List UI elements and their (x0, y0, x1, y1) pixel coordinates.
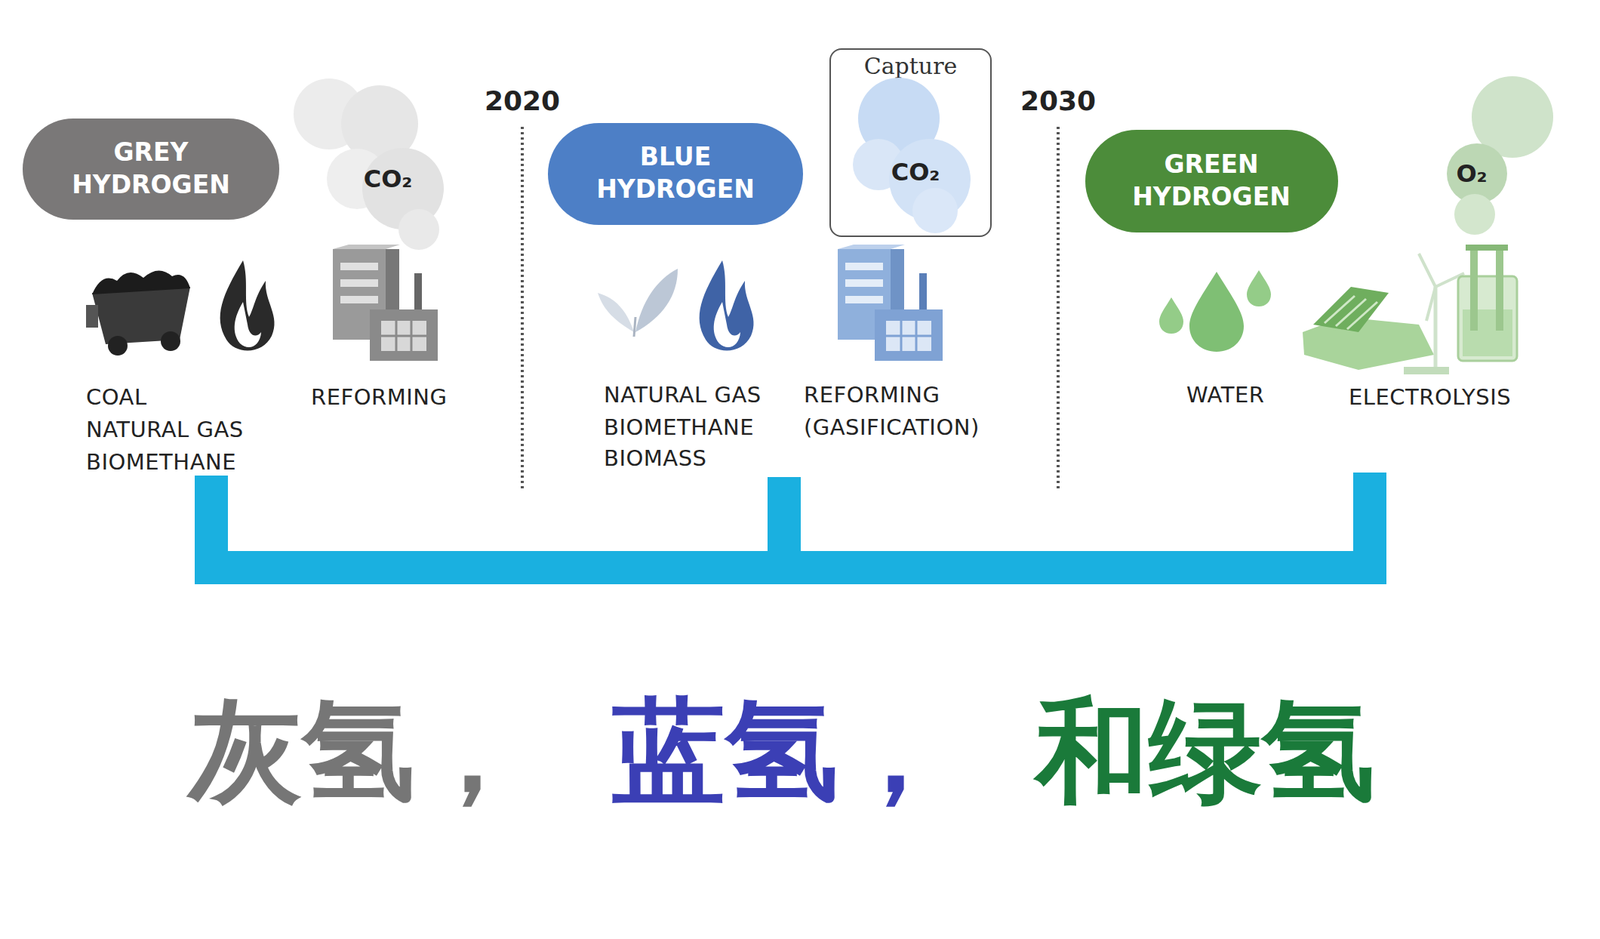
pill-title: GREY HYDROGEN (55, 136, 247, 202)
cloud-puff (1454, 193, 1496, 235)
pill-title: BLUE HYDROGEN (581, 141, 770, 207)
coal-cart-icon (86, 270, 191, 356)
divider-line (1056, 126, 1060, 491)
flame-icon (234, 301, 262, 348)
gas-formula: CO₂ (363, 166, 413, 193)
cloud-puff (398, 209, 440, 250)
electrolysis-icon (1302, 244, 1517, 375)
year-marker: 2020 (484, 84, 560, 117)
factory-icon (837, 244, 943, 361)
factory-icon (332, 244, 438, 361)
capture-box: CaptureCO₂ (829, 48, 992, 237)
feedstock-label: BIOMETHANE (86, 449, 237, 476)
box-heading: Capture (830, 52, 991, 80)
pill-title: GREEN HYDROGEN (1118, 148, 1305, 214)
gas-cloud: CO₂ (840, 104, 991, 241)
leaf-icon (597, 268, 678, 337)
feedstock-label: NATURAL GAS (86, 416, 244, 444)
feedstock-label: BIOMETHANE (603, 414, 754, 441)
gas-cloud: O₂ (1388, 83, 1555, 265)
flame-icon (713, 301, 741, 348)
headline-text: 灰氢， (188, 683, 529, 819)
feedstock-label: WATER (1186, 381, 1265, 409)
gas-formula: CO₂ (891, 159, 941, 186)
gas-cloud: CO₂ (297, 81, 479, 278)
process-label: REFORMING (803, 381, 940, 409)
hydrogen-pill: GREY HYDROGEN (22, 118, 280, 220)
year-marker: 2030 (1020, 84, 1096, 117)
process-label: REFORMING (310, 384, 447, 411)
bracket (211, 472, 1370, 568)
gas-formula: O₂ (1455, 160, 1487, 188)
water-drop-icon (1159, 270, 1271, 352)
divider-line (520, 126, 524, 491)
headline-text: 和绿氢 (1035, 683, 1376, 819)
process-label: (GASIFICATION) (803, 414, 980, 441)
hydrogen-pill: GREEN HYDROGEN (1085, 129, 1339, 233)
feedstock-label: NATURAL GAS (603, 381, 762, 409)
flame-icon (699, 260, 754, 351)
process-label: ELECTROLYSIS (1348, 384, 1511, 411)
headline-text: 蓝氢， (612, 683, 952, 819)
feedstock-label: BIOMASS (603, 445, 707, 472)
feedstock-label: COAL (86, 384, 148, 411)
hydrogen-pill: BLUE HYDROGEN (547, 123, 804, 225)
cloud-puff (912, 187, 958, 234)
flame-icon (220, 260, 275, 351)
